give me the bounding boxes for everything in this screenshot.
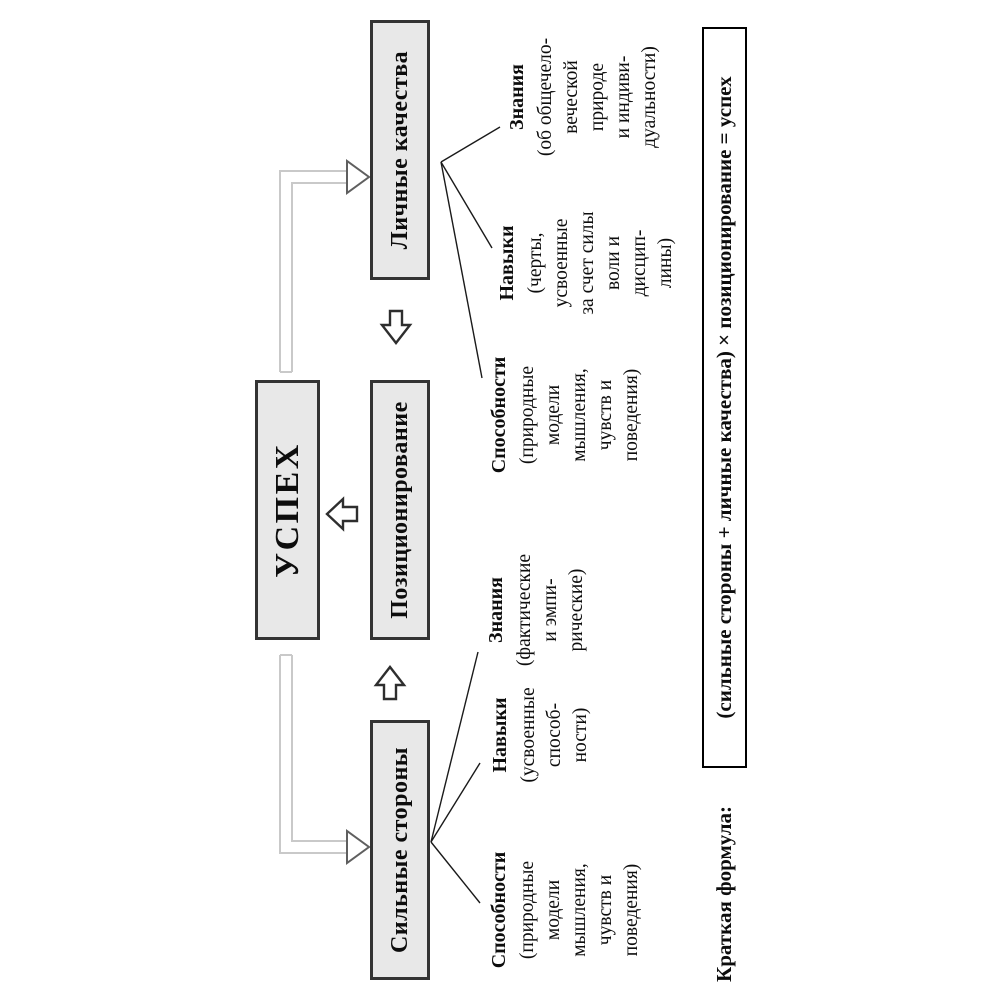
- block-line: поведения): [621, 863, 642, 957]
- formula-box: (сильные стороны + личные качества) × по…: [702, 27, 747, 768]
- connector-success-to-personal: [279, 159, 371, 373]
- block-line: способ-: [544, 702, 565, 768]
- block-header: Навыки: [489, 697, 511, 773]
- strengths-knowledge-block: Знания (фактические и эмпи- рические): [483, 530, 590, 690]
- block-line: и индиви-: [613, 55, 634, 139]
- formula-label: Краткая формула:: [712, 805, 736, 982]
- personal-skills-block: Навыки (черты, усвоенные за счет силы во…: [494, 193, 679, 333]
- block-line: мышления,: [569, 368, 590, 462]
- block-line: (об общечело-: [535, 37, 556, 157]
- block-line: ности): [570, 707, 591, 763]
- block-line: воли и: [603, 235, 624, 291]
- block-line: природе: [587, 62, 608, 132]
- fan-lines-strengths: [430, 651, 481, 904]
- box-success: УСПЕХ: [255, 380, 320, 640]
- block-line: поведения): [621, 368, 642, 462]
- personal-abilities-block: Способности (природные модели мышления, …: [486, 340, 645, 490]
- strengths-skills-block: Навыки (усвоенные способ- ности): [487, 675, 594, 795]
- arrow-strengths-to-positioning: [373, 665, 407, 701]
- block-line: усвоенные: [551, 218, 572, 308]
- connector-arrowhead-down-right: [346, 159, 371, 195]
- block-line: (фактические: [514, 553, 535, 667]
- block-line: чувств и: [595, 379, 616, 451]
- arrow-personal-to-positioning: [379, 309, 413, 345]
- arrow-positioning-to-success: [325, 496, 359, 532]
- box-strengths: Сильные стороны: [370, 720, 430, 980]
- fan-lines-personal: [440, 126, 501, 379]
- connector-arrowhead-down-left: [346, 829, 371, 865]
- box-positioning: Позиционирование: [370, 380, 430, 640]
- personal-knowledge-block: Знания (об общечело- веческой природе и …: [504, 22, 663, 172]
- block-line: дисцип-: [629, 229, 650, 297]
- block-line: чувств и: [595, 874, 616, 946]
- block-header: Способности: [488, 851, 510, 969]
- strengths-abilities-block: Способности (природные модели мышления, …: [486, 835, 645, 985]
- block-header: Навыки: [496, 225, 518, 301]
- block-line: рические): [566, 568, 587, 652]
- block-header: Способности: [488, 356, 510, 474]
- block-line: (усвоенные: [518, 687, 539, 783]
- block-line: (черты,: [525, 232, 546, 294]
- block-line: (природные: [517, 860, 538, 960]
- block-line: и эмпи-: [540, 578, 561, 642]
- block-header: Знания: [506, 64, 528, 130]
- block-line: лины): [655, 237, 676, 289]
- block-header: Знания: [485, 577, 507, 643]
- box-personal-qualities: Личные качества: [370, 20, 430, 280]
- block-line: веческой: [561, 60, 582, 134]
- connector-success-to-strengths: [279, 654, 371, 865]
- block-line: за счет силы: [577, 211, 598, 315]
- block-line: модели: [543, 879, 564, 941]
- block-line: модели: [543, 384, 564, 446]
- block-line: дуальности): [639, 46, 660, 148]
- block-line: мышления,: [569, 863, 590, 957]
- block-line: (природные: [517, 365, 538, 465]
